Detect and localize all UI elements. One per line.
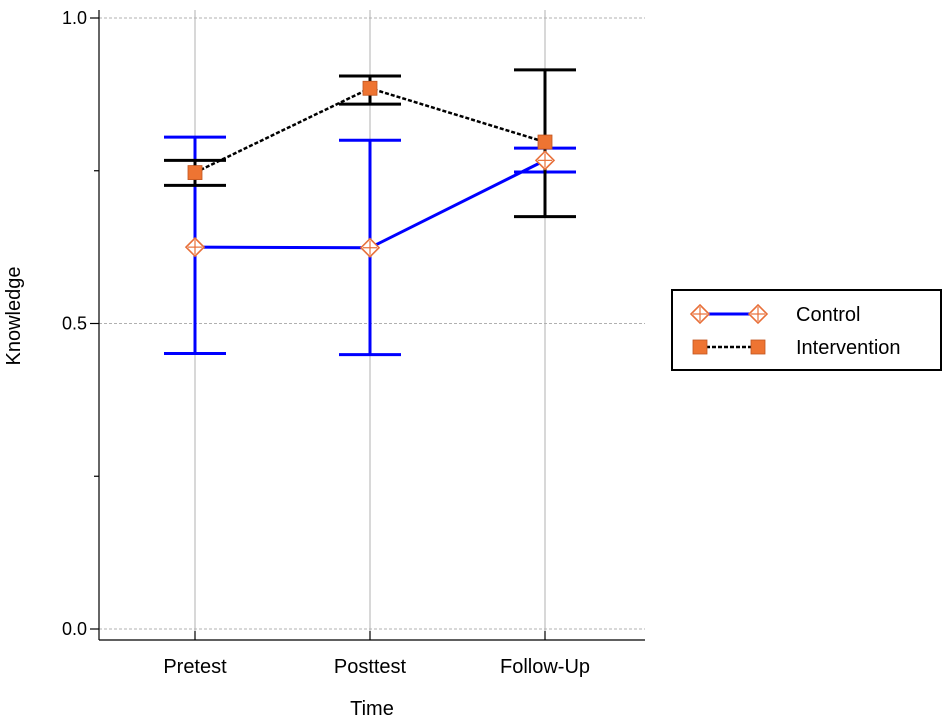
series-line-intervention [187,80,553,180]
legend-box [671,289,942,371]
data-point [534,150,556,171]
series-intervention [164,68,576,219]
y-tick-label: 1.0 [62,8,87,28]
legend-label: Intervention [796,337,901,359]
y-tick-label: 0.5 [62,314,87,334]
data-point [187,165,203,180]
legend-label: Control [796,304,860,326]
axis-layer [98,10,645,641]
legend-marker [689,303,711,325]
data-point [362,80,378,96]
data-point [537,134,553,150]
legend-entry-intervention: Intervention [692,337,901,359]
x-tick-label: Follow-Up [500,656,590,678]
x-tick-label: Posttest [334,656,407,678]
legend-entry-control: Control [689,303,860,326]
series-line-control [184,150,556,258]
x-tick-label: Pretest [163,656,227,678]
legend-marker [747,303,769,325]
data-point [184,236,206,258]
series-layer [164,68,576,357]
data-point [359,237,381,258]
legend-marker [692,339,708,355]
y-tick-label: 0.0 [62,619,87,639]
x-axis-title: Time [350,698,394,720]
y-axis-title: Knowledge [3,267,25,366]
legend-marker [750,339,766,355]
